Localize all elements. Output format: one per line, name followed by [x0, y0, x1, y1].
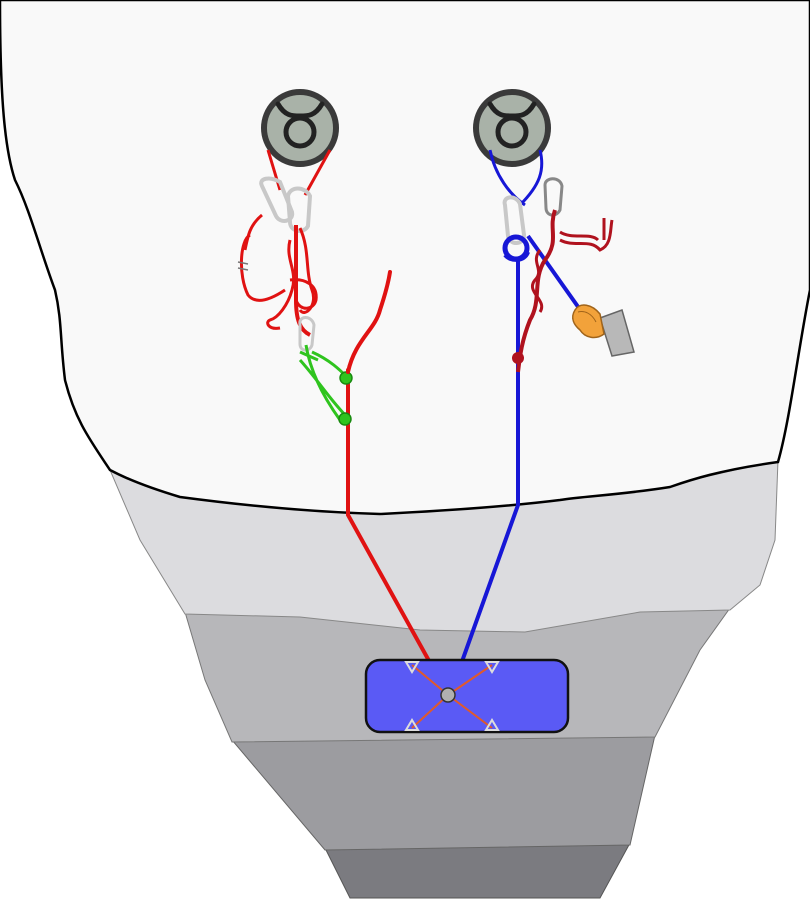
ring-bolt-icon [473, 89, 551, 167]
rope-left-tail [346, 270, 392, 374]
carabiner-icon [484, 718, 500, 731]
rope-right-main [448, 258, 520, 697]
rock-ledge-lower [230, 734, 656, 851]
carabiner-icon [285, 186, 313, 233]
carabiner-icon [404, 718, 420, 731]
haul-bag-icon [364, 658, 570, 734]
prusik-sling [298, 344, 353, 426]
rock-face-top [0, 0, 810, 516]
left-anchor-rigging [237, 149, 332, 352]
rock-ledge-bottom [324, 842, 631, 899]
carabiner-icon [298, 316, 316, 352]
tag-line [512, 209, 614, 373]
carabiner-icon [404, 661, 420, 674]
carabiner-icon [543, 177, 564, 217]
ring-bolt-icon [261, 89, 339, 167]
carabiner-icon [484, 661, 500, 674]
belay-hand-icon [572, 304, 635, 357]
carabiner-icon [259, 176, 295, 223]
